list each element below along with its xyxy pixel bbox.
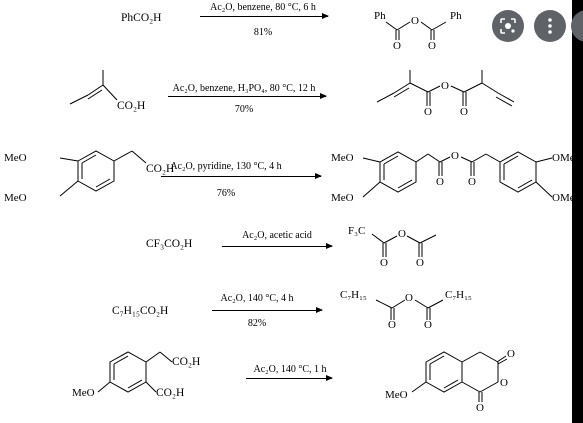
product-5-alkyl-right: C₇H₁₅ <box>445 289 472 301</box>
reaction-arrow-1 <box>200 13 329 19</box>
more-vertical-icon <box>548 18 552 34</box>
conditions-6: Ac₂O, 140 °C, 1 h <box>253 364 327 375</box>
product-3-ome-bottom: OMe <box>552 192 575 204</box>
product-1-ph-left: Ph <box>374 10 386 22</box>
substrate-3-bonds <box>59 150 147 197</box>
substrate-1: PhCO₂H <box>121 12 162 24</box>
product-5-bridging-o: O <box>405 292 413 304</box>
product-4-bonds <box>371 233 437 257</box>
product-3-carbonyl-o-right: O <box>468 176 476 188</box>
yield-1: 81% <box>253 27 273 38</box>
product-5-carbonyl-o-right: O <box>424 319 432 331</box>
product-4-carbonyl-o-left: O <box>380 257 388 269</box>
product-6-ring-o: O <box>500 377 508 389</box>
conditions-3: Ac₂O, pyridine, 130 °C, 4 h <box>170 161 282 172</box>
conditions-4: Ac₂O, acetic acid <box>242 230 312 241</box>
reaction-arrow-6 <box>246 375 333 381</box>
product-4-f3c: F₃C <box>348 225 366 237</box>
product-6-bonds <box>411 351 508 402</box>
substrate-6-bonds <box>97 351 173 393</box>
product-3-meo-top: MeO <box>331 152 354 164</box>
product-5-carbonyl-o-left: O <box>388 319 396 331</box>
product-3-meo-bottom: MeO <box>331 192 354 204</box>
substrate-2-co2h: CO₂H <box>117 100 146 112</box>
product-1-bridging-o: O <box>411 15 419 27</box>
conditions-1: Ac₂O, benzene, 80 °C, 6 h <box>210 2 316 13</box>
product-3-carbonyl-o-left: O <box>436 176 444 188</box>
product-1-ph-right: Ph <box>450 10 462 22</box>
yield-2: 70% <box>234 104 254 115</box>
yield-5: 82% <box>247 318 267 329</box>
yield-3: 76% <box>216 188 236 199</box>
product-3-bonds <box>362 151 553 198</box>
reaction-arrow-4 <box>222 243 333 249</box>
product-6-carbonyl-o-bottom: O <box>476 402 484 414</box>
product-5-alkyl-left: C₇H₁₅ <box>340 289 367 301</box>
substrate-6-co2h-top: CO₂H <box>172 356 201 368</box>
product-6-carbonyl-o-top: O <box>507 348 515 360</box>
product-1-carbonyl-o-left: O <box>393 40 401 52</box>
product-2-bridging-o: O <box>441 80 449 92</box>
lens-search-button[interactable] <box>492 10 524 42</box>
product-2-bonds <box>376 70 515 107</box>
product-2-carbonyl-o-left: O <box>424 106 432 118</box>
reaction-arrow-3 <box>161 173 322 179</box>
product-4-bridging-o: O <box>398 228 406 240</box>
product-1-bonds <box>385 21 447 40</box>
product-5-bonds <box>375 299 444 320</box>
substrate-4: CF₃CO₂H <box>146 238 193 250</box>
product-3-ome-top: OMe <box>552 152 575 164</box>
more-options-button[interactable] <box>534 10 566 42</box>
substrate-3-co2h: CO₂H <box>146 163 175 175</box>
substrate-6-co2h-bottom: CO₂H <box>156 387 185 399</box>
product-3-bridging-o: O <box>451 150 459 162</box>
product-1-carbonyl-o-right: O <box>428 40 436 52</box>
substrate-3-meo-top: MeO <box>4 152 27 164</box>
reaction-arrow-5 <box>212 307 323 313</box>
side-panel-button[interactable] <box>571 10 583 42</box>
conditions-5: Ac₂O, 140 °C, 4 h <box>220 293 294 304</box>
lens-icon <box>500 18 516 34</box>
product-2-carbonyl-o-right: O <box>460 106 468 118</box>
product-6-meo: MeO <box>385 389 408 401</box>
substrate-3-meo-bottom: MeO <box>4 192 27 204</box>
product-4-carbonyl-o-right: O <box>416 257 424 269</box>
reaction-arrow-2 <box>168 93 327 99</box>
conditions-2: Ac₂O, benzene, H₃PO₄, 80 °C, 12 h <box>172 83 316 94</box>
substrate-2-bonds <box>69 70 118 105</box>
substrate-6-meo: MeO <box>72 387 95 399</box>
substrate-5: C₇H₁₅CO₂H <box>112 305 169 317</box>
